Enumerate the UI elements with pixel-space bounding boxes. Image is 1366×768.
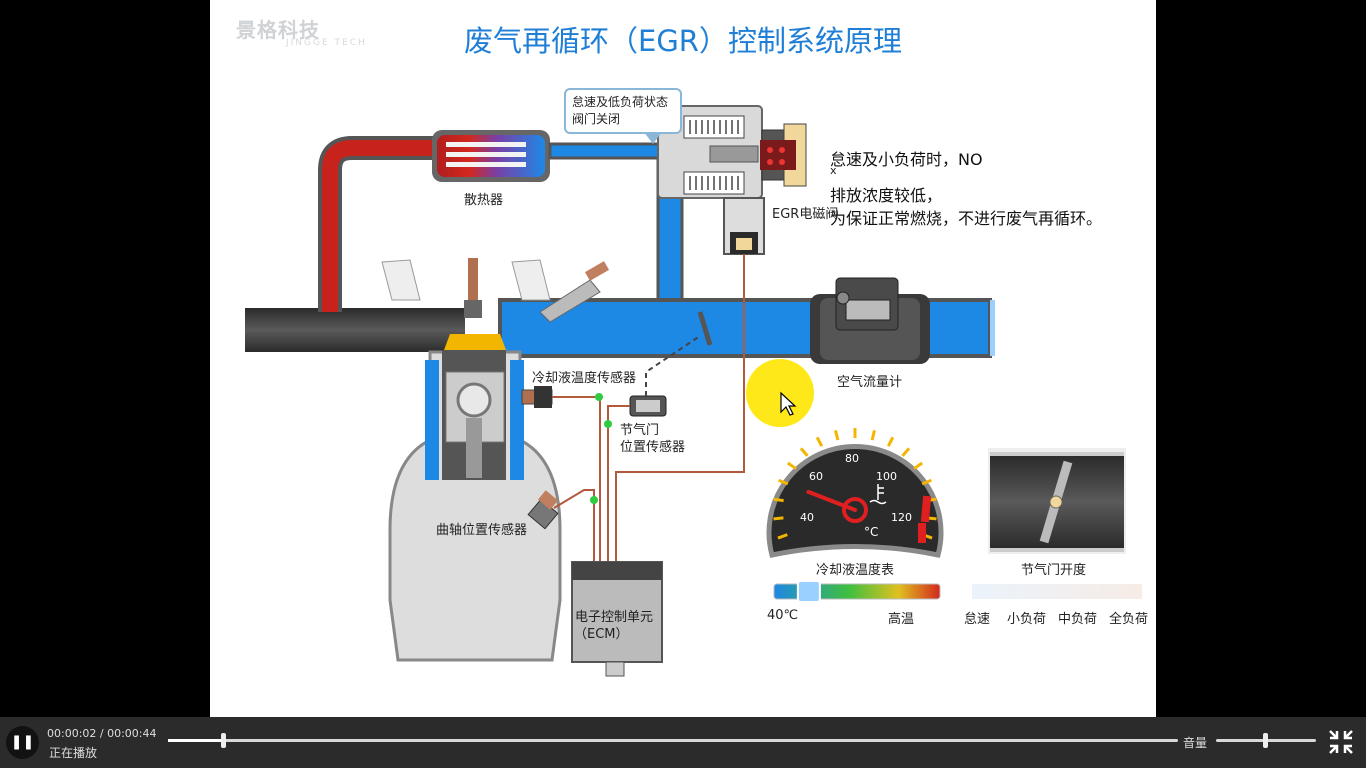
seek-bar-progress bbox=[168, 739, 223, 742]
video-player-controls: ❚❚ 00:00:02 / 00:00:44 正在播放 音量 bbox=[0, 717, 1366, 768]
volume-slider[interactable] bbox=[1216, 733, 1316, 748]
load-label-low: 小负荷 bbox=[1007, 612, 1047, 627]
pause-icon: ❚❚ bbox=[10, 734, 35, 750]
gauge-title: 冷却液温度表 bbox=[816, 563, 895, 578]
gauge-tick-mark bbox=[777, 533, 788, 540]
gauge-tick-60: 60 bbox=[809, 470, 823, 483]
coolant-temp-bar-indicator bbox=[796, 580, 821, 603]
coolant-sensor-label: 冷却液温度传感器 bbox=[532, 371, 637, 386]
gauge-tick-mark bbox=[921, 478, 932, 486]
ecm-label-1: 电子控制单元 bbox=[575, 610, 654, 625]
seek-bar-handle[interactable] bbox=[220, 733, 226, 748]
exit-fullscreen-icon bbox=[1329, 730, 1353, 754]
gauge-tick-mark bbox=[870, 429, 876, 441]
seek-bar[interactable] bbox=[168, 733, 1178, 748]
gauge-tick-mark bbox=[799, 447, 809, 457]
valve-status-callout: 怠速及低负荷状态 阀门关闭 bbox=[564, 88, 682, 134]
egr-system-diagram: 40 60 80 100 120 °C bbox=[245, 105, 1142, 677]
gauge-tick-mark bbox=[773, 497, 784, 503]
egr-valve-label: EGR电磁阀 bbox=[772, 207, 839, 222]
gauge-tick-mark bbox=[778, 478, 789, 486]
load-label-full: 全负荷 bbox=[1109, 612, 1149, 627]
load-label-medium: 中负荷 bbox=[1058, 612, 1098, 627]
gauge-tick-mark bbox=[901, 447, 911, 457]
radiator-label: 散热器 bbox=[464, 193, 504, 208]
egr-hot-pipe bbox=[318, 136, 440, 312]
gauge-tick-mark bbox=[886, 436, 895, 447]
temp-bar-high-label: 高温 bbox=[888, 612, 915, 627]
crank-sensor-label: 曲轴位置传感器 bbox=[436, 523, 528, 538]
throttle-opening-title: 节气门开度 bbox=[1021, 563, 1087, 578]
callout-line-2: 阀门关闭 bbox=[572, 112, 621, 126]
logo-subtitle: JINGGE TECH bbox=[286, 38, 367, 48]
coolant-temperature-icon bbox=[869, 484, 887, 505]
volume-slider-handle[interactable] bbox=[1263, 733, 1268, 748]
throttle-sensor-label-2: 位置传感器 bbox=[620, 440, 686, 455]
gauge-unit: °C bbox=[864, 525, 878, 539]
callout-tail bbox=[644, 132, 662, 144]
throttle-plate bbox=[697, 311, 713, 346]
gauge-tick-80: 80 bbox=[845, 452, 859, 465]
load-label-idle: 怠速 bbox=[964, 612, 991, 627]
gauge-tick-mark bbox=[834, 429, 840, 441]
mouse-cursor-icon bbox=[780, 391, 797, 416]
gauge-tick-mark bbox=[786, 461, 797, 470]
load-bar bbox=[972, 584, 1142, 599]
cursor-highlight bbox=[746, 359, 814, 427]
volume-label: 音量 bbox=[1183, 736, 1208, 750]
logo-name: 景格科技 bbox=[236, 18, 320, 42]
description-line-1: 怠速及小负荷时，NO bbox=[830, 146, 983, 170]
slide-title: 废气再循环（EGR）控制系统原理 bbox=[464, 24, 902, 58]
throttle-sensor-label-1: 节气门 bbox=[620, 423, 660, 438]
gauge-tick-100: 100 bbox=[876, 470, 897, 483]
slide-canvas: 景格科技 JINGGE TECH 废气再循环（EGR）控制系统原理 bbox=[210, 0, 1156, 717]
description-subscript: x bbox=[830, 164, 837, 177]
company-logo: 景格科技 bbox=[236, 14, 320, 43]
gauge-tick-mark bbox=[815, 436, 824, 447]
description-text-1: 怠速及小负荷时，NO bbox=[830, 150, 983, 169]
exhaust-manifold bbox=[245, 308, 465, 352]
callout-line-1: 怠速及低负荷状态 bbox=[572, 95, 669, 109]
playback-status: 正在播放 bbox=[49, 746, 98, 760]
description-line-3: 为保证正常燃烧，不进行废气再循环。 bbox=[830, 209, 1103, 228]
gauge-tick-mark bbox=[913, 461, 924, 470]
gauge-tick-40: 40 bbox=[800, 511, 814, 524]
temp-bar-low-label: 40℃ bbox=[767, 608, 799, 623]
description-line-2: 排放浓度较低， bbox=[830, 186, 943, 205]
gauge-tick-mark bbox=[773, 516, 784, 521]
gauge-tick-120: 120 bbox=[891, 511, 912, 524]
throttle-opening-view bbox=[988, 448, 1126, 554]
air-flow-meter-label: 空气流量计 bbox=[837, 375, 903, 390]
pause-button[interactable]: ❚❚ bbox=[6, 726, 39, 759]
coolant-temperature-gauge: 40 60 80 100 120 °C bbox=[766, 428, 944, 558]
ecm-label-2: （ECM） bbox=[574, 627, 629, 642]
playback-time: 00:00:02 / 00:00:44 bbox=[47, 727, 157, 740]
exit-fullscreen-button[interactable] bbox=[1328, 729, 1354, 755]
